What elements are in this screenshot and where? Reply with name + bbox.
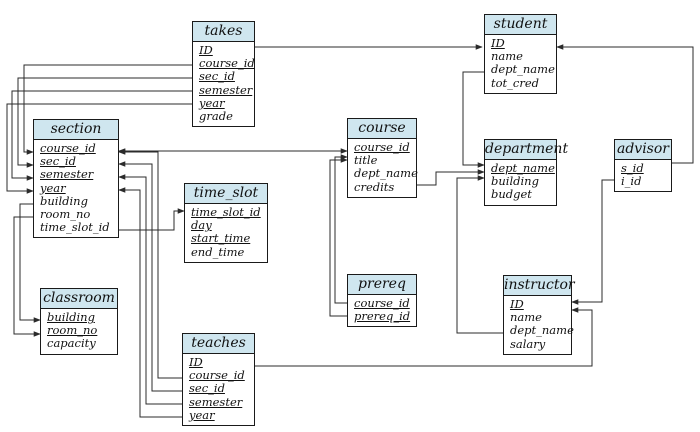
attribute-ID: ID bbox=[199, 43, 213, 57]
table-title: course bbox=[348, 119, 416, 139]
table-title: time_slot bbox=[185, 184, 267, 204]
attribute-start-time: start_time bbox=[191, 231, 251, 246]
attribute-time-slot-id: time_slot_id bbox=[40, 220, 110, 235]
table-title: classroom bbox=[41, 289, 117, 309]
edge-teaches-section-sec-id bbox=[118, 161, 182, 392]
attribute-salary: salary bbox=[510, 336, 546, 351]
attribute-semester: semester bbox=[189, 394, 243, 409]
attribute-capacity: capacity bbox=[47, 336, 96, 351]
attribute-semester: semester bbox=[40, 167, 94, 182]
attribute-building: building bbox=[47, 310, 95, 324]
table-title: student bbox=[485, 15, 556, 35]
edge-takes-section-course-id bbox=[23, 64, 196, 155]
edge-teaches-section-year bbox=[118, 187, 182, 418]
edge-teaches-section-course-id bbox=[118, 149, 182, 379]
table-title: advisor bbox=[615, 140, 671, 160]
edge-instructor-department bbox=[456, 175, 503, 334]
edge-student-department bbox=[462, 71, 485, 168]
edge-advisor-student bbox=[556, 44, 694, 164]
attribute-budget: budget bbox=[491, 187, 532, 202]
attribute-semester: semester bbox=[199, 82, 253, 97]
attribute-course-id: course_id bbox=[354, 140, 410, 154]
attribute-name: name bbox=[510, 310, 542, 325]
attribute-dept-name: dept_name bbox=[510, 323, 574, 338]
attribute-ID: ID bbox=[491, 36, 505, 50]
attribute-dept-name: dept_name bbox=[491, 62, 555, 77]
table-title: teaches bbox=[183, 334, 254, 354]
edge-advisor-instructor bbox=[571, 179, 614, 305]
edge-takes-section-year bbox=[6, 103, 196, 194]
edge-takes-section-sec-id bbox=[17, 77, 196, 168]
table-title: takes bbox=[193, 22, 254, 42]
attribute-end-time: end_time bbox=[191, 244, 245, 259]
edge-teaches-section-semester bbox=[118, 174, 182, 405]
edge-teaches-instructor bbox=[255, 307, 593, 367]
attribute-building: building bbox=[491, 174, 539, 189]
attribute-name: name bbox=[491, 49, 523, 64]
attribute-year: year bbox=[199, 95, 225, 110]
attribute-dept-name: dept_name bbox=[354, 166, 418, 181]
edge-prereq-course-course-id bbox=[334, 154, 348, 304]
attribute-sec-id: sec_id bbox=[199, 69, 235, 84]
attribute-credits: credits bbox=[354, 179, 395, 194]
edge-course-department bbox=[417, 169, 485, 186]
attribute-sec-id: sec_id bbox=[189, 381, 225, 396]
attribute-year: year bbox=[40, 180, 66, 195]
attribute-ID: ID bbox=[189, 355, 203, 369]
table-title: department bbox=[485, 140, 568, 160]
edge-takes-section-semester bbox=[11, 90, 196, 181]
attribute-tot-cred: tot_cred bbox=[491, 75, 540, 90]
attribute-sec-id: sec_id bbox=[40, 154, 76, 169]
edge-prereq-course-prereq-id bbox=[329, 157, 348, 317]
attribute-course-id: course_id bbox=[199, 56, 255, 71]
attribute-prereq-id: prereq_id bbox=[354, 309, 411, 324]
attribute-course-id: course_id bbox=[354, 296, 410, 310]
attribute-i-id: i_id bbox=[621, 174, 642, 189]
attribute-day: day bbox=[191, 218, 212, 233]
attribute-s-id: s_id bbox=[621, 161, 644, 175]
attribute-room-no: room_no bbox=[40, 207, 91, 222]
edge-section-classroom-room bbox=[13, 216, 41, 337]
table-title: prereq bbox=[348, 275, 416, 295]
attribute-dept-name: dept_name bbox=[491, 161, 555, 175]
attribute-room-no: room_no bbox=[47, 323, 98, 338]
attribute-ID: ID bbox=[510, 297, 524, 311]
attribute-building: building bbox=[40, 193, 88, 208]
attribute-course-id: course_id bbox=[189, 368, 245, 383]
table-title: section bbox=[34, 120, 118, 140]
attribute-time-slot-id: time_slot_id bbox=[191, 205, 261, 219]
attribute-course-id: course_id bbox=[40, 141, 96, 155]
edge-section-classroom-building bbox=[19, 203, 41, 323]
attribute-title: title bbox=[354, 153, 378, 168]
attribute-grade: grade bbox=[199, 109, 233, 124]
attribute-year: year bbox=[189, 407, 215, 422]
table-title: instructor bbox=[504, 276, 575, 296]
